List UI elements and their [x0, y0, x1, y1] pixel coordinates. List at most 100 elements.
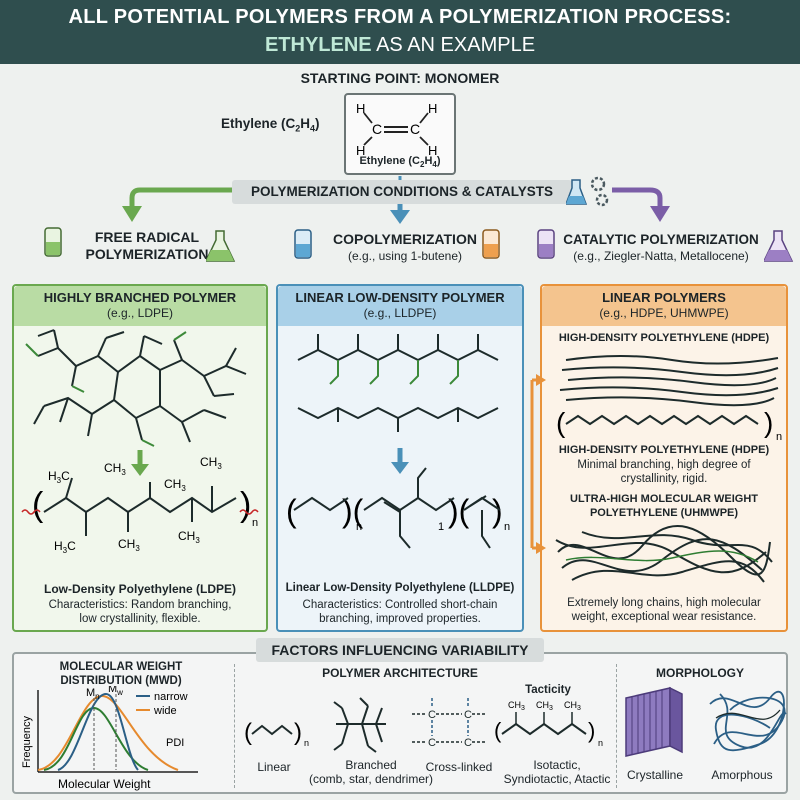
- flask-icon-green-left: [44, 227, 62, 257]
- morphology-title: MORPHOLOGY: [655, 666, 744, 680]
- flask-icon-green-right: [206, 230, 236, 262]
- ldpe-ch3-d: CH3: [118, 537, 140, 553]
- mwd-legend-narrow: narrow: [154, 691, 188, 703]
- monomer-heading: STARTING POINT: MONOMER: [300, 70, 500, 86]
- tact-ch3-1: CH3: [508, 700, 525, 712]
- atom-h3: H: [356, 143, 365, 158]
- factors-heading: FACTORS INFLUENCING VARIABILITY: [256, 638, 544, 662]
- tacticity-title: Tacticity: [525, 684, 571, 696]
- ldpe-h3c-bottom: H3C: [54, 539, 76, 555]
- tact-ch3-3: CH3: [564, 700, 581, 712]
- ldpe-ch3-e: CH3: [178, 529, 200, 545]
- catalyst-icon: [566, 176, 609, 207]
- divider-1: [234, 664, 235, 788]
- amorphous-label: Amorphous: [711, 768, 773, 782]
- hdpe-desc-1: Minimal branching, high degree of: [577, 459, 751, 471]
- crosslink-c1: C: [428, 709, 436, 721]
- ldpe-subtitle: (e.g., LDPE): [106, 306, 174, 320]
- atom-h1: H: [356, 101, 365, 116]
- hdpe-bracket-close: ): [764, 407, 773, 438]
- arch-linear-close: ): [294, 719, 302, 746]
- ldpe-bracket-open: (: [32, 486, 44, 524]
- ldpe-ch3-b: CH3: [164, 477, 186, 493]
- linear-title: LINEAR POLYMERS: [602, 290, 726, 305]
- amorphous-coil: [709, 690, 787, 752]
- uhmw-structure: [555, 525, 773, 583]
- lldpe-char-1: Characteristics: Controlled short-chain: [302, 599, 498, 611]
- lldpe-structure: ( )( )( ) n 1 n: [286, 334, 510, 549]
- atom-h4: H: [428, 143, 437, 158]
- atom-h2: H: [428, 101, 437, 116]
- mwd-narrow-curve: [57, 692, 139, 771]
- conditions-bar: POLYMERIZATION CONDITIONS & CATALYSTS: [232, 180, 572, 204]
- lldpe-bracket-3: )(: [448, 493, 470, 529]
- crosslink-c3: C: [428, 737, 436, 749]
- tact-bracket-open: (: [494, 718, 502, 743]
- monomer-box: C C H H H H Ethylene (C2H4): [344, 93, 456, 175]
- linear-subtitle: (e.g., HDPE, UHMWPE): [599, 306, 729, 320]
- ldpe-ch3-a: CH3: [104, 461, 126, 477]
- title-rest: AS AN EXAMPLE: [371, 34, 536, 56]
- arch-crosslinked-label: Cross-linked: [425, 760, 493, 774]
- hdpe-heading: HIGH-DENSITY POLYETHYLENE (HDPE): [558, 332, 770, 344]
- lldpe-n-1: n: [356, 521, 362, 533]
- arch-linear-label: Linear: [257, 760, 291, 774]
- lldpe-title: LINEAR LOW-DENSITY POLYMER: [295, 290, 505, 305]
- divider-2: [616, 664, 617, 788]
- crystalline-label: Crystalline: [626, 768, 683, 782]
- flask-icon-purple-left: [537, 229, 555, 259]
- panel-linear: LINEAR POLYMERS (e.g., HDPE, UHMWPE) HIG…: [540, 284, 788, 632]
- uhmw-desc-1: Extremely long chains, high molecular: [567, 597, 761, 609]
- panel-ldpe: HIGHLY BRANCHED POLYMER (e.g., LDPE) ( ): [12, 284, 268, 632]
- architecture-title: POLYMER ARCHITECTURE: [322, 666, 478, 680]
- lldpe-name: Linear Low-Density Polyethylene (LLDPE): [285, 582, 515, 594]
- tact-ch3-2: CH3: [536, 700, 553, 712]
- mwd-mn: Mn: [86, 687, 100, 701]
- ldpe-name: Low-Density Polyethylene (LDPE): [43, 582, 237, 596]
- ldpe-h3c-top: H3C: [48, 469, 70, 485]
- ldpe-char-1: Characteristics: Random branching,: [48, 599, 232, 611]
- arch-linear-open: (: [244, 719, 252, 746]
- monomer-name-left: Ethylene (C2H4): [221, 116, 320, 134]
- ldpe-char-2: low crystallinity, flexible.: [79, 613, 201, 625]
- uhmw-heading: ULTRA-HIGH MOLECULAR WEIGHT POLYETHYLENE…: [570, 493, 758, 519]
- lldpe-bracket-2: )(: [342, 493, 364, 529]
- morphology-graphics: [625, 686, 787, 757]
- ldpe-bracket-close: ): [240, 486, 251, 524]
- atom-c2: C: [410, 121, 420, 137]
- hdpe-heading-2: HIGH-DENSITY POLYETHYLENE (HDPE): [558, 444, 770, 456]
- ldpe-title: HIGHLY BRANCHED POLYMER: [43, 290, 237, 305]
- ldpe-structure: ( ) H3C CH3 CH3 CH3 H3C CH3 CH3 n: [21, 329, 259, 555]
- route-free-radical: FREE RADICAL POLYMERIZATION: [85, 229, 209, 262]
- lldpe-subtitle: (e.g., LLDPE): [363, 306, 437, 320]
- title-line-1: ALL POTENTIAL POLYMERS FROM A POLYMERIZA…: [68, 6, 732, 28]
- mwd-mw: Mw: [108, 686, 123, 697]
- route-copolymerization: COPOLYMERIZATION (e.g., using 1-butene): [333, 231, 477, 263]
- ldpe-n: n: [252, 517, 258, 529]
- hdpe-desc-2: crystallinity, rigid.: [620, 473, 708, 485]
- flask-icon-purple-right: [764, 230, 794, 262]
- atom-c1: C: [372, 121, 382, 137]
- monomer-box-caption: Ethylene (C2H4): [359, 155, 441, 170]
- mwd-legend-wide: wide: [153, 705, 177, 717]
- crystalline-block: [625, 686, 683, 757]
- ldpe-ch3-c: CH3: [200, 455, 222, 471]
- mwd-title: MOLECULAR WEIGHT DISTRIBUTION (MWD): [59, 661, 183, 687]
- arch-branched-label: Branched (comb, star, dendrimer): [308, 758, 434, 786]
- hdpe-structure: ( ) n: [556, 355, 782, 443]
- tact-n: n: [598, 738, 603, 748]
- linear-side-arrows: [530, 374, 546, 554]
- mwd-chart: Frequency Mn Mw narrow wide PDI Molecula…: [21, 686, 198, 791]
- crosslink-c2: C: [464, 709, 472, 721]
- tact-bracket-close: ): [588, 718, 595, 743]
- mwd-ylabel: Frequency: [21, 716, 33, 768]
- mwd-pdi: PDI: [166, 737, 184, 749]
- lldpe-n-2: n: [504, 521, 510, 533]
- crosslink-c4: C: [464, 737, 472, 749]
- ethylene-structure: C C H H H H: [356, 101, 437, 158]
- lldpe-sub-1: 1: [438, 521, 444, 533]
- architecture-structures: ( ) n C C C C ( CH3 CH3 CH3 ) n: [244, 697, 603, 753]
- mwd-xlabel: Molecular Weight: [58, 777, 151, 791]
- lldpe-bracket-4: ): [492, 493, 503, 529]
- flask-icon-orange: [482, 229, 500, 259]
